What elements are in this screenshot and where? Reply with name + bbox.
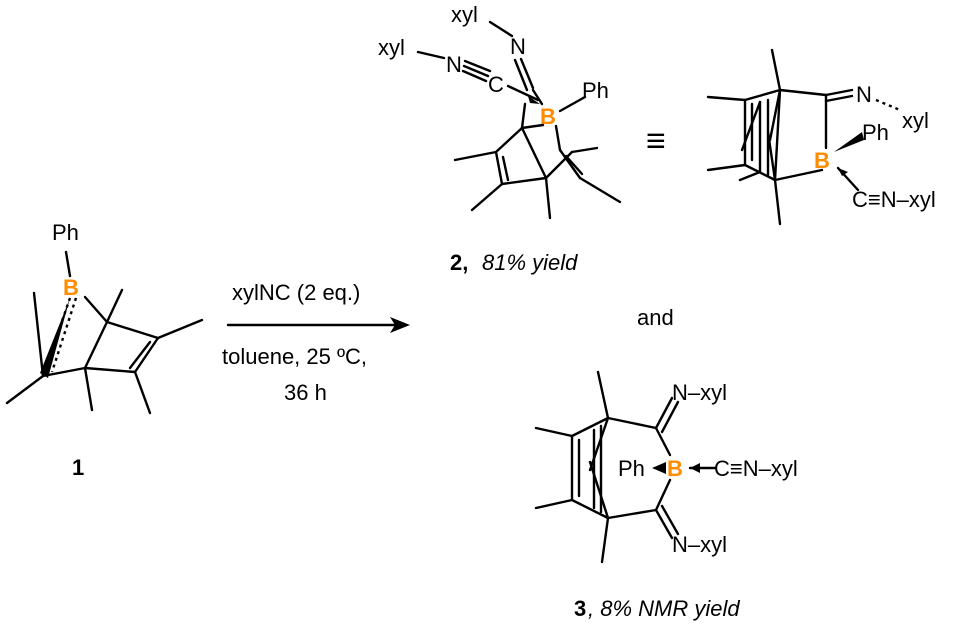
compound-2-c-left: C [488,72,504,97]
condition-line-2: 36 h [284,380,327,405]
compound-2-structure: xyl N xyl N C B Ph 2, 81% yi [378,2,622,275]
compound-3-yield: , 8% NMR yield [588,596,740,621]
compound-1-structure: Ph B 1 [5,220,204,480]
compound-2-boron-label: B [540,104,556,129]
compound-3-n-bottom: N–xyl [672,532,727,557]
compound-2-alt-xyl: xyl [902,108,929,133]
compound-2-number: 2, [450,250,468,275]
compound-2-alt-phenyl: Ph [862,120,889,145]
compound-2-alt-boron: B [814,148,830,173]
compound-3-number: 3 [574,596,586,621]
compound-2-xyl-top: xyl [451,2,478,27]
compound-2-alt-structure: N xyl B Ph C≡N–xyl [706,48,936,226]
compound-1-phenyl-label: Ph [52,220,79,245]
and-label: and [637,305,674,330]
condition-line-1: toluene, 25 ºC, [222,344,367,369]
compound-1-boron-label: B [63,275,79,300]
compound-1-number: 1 [72,455,84,480]
compound-2-xyl-left: xyl [378,35,405,60]
compound-3-phenyl: Ph [618,456,645,481]
compound-2-alt-n-imine: N [856,82,872,107]
compound-3-structure: N–xyl Ph B C≡N–xyl N–xyl 3 , 8% NMR yiel… [534,370,798,621]
compound-2-n-top: N [510,34,526,59]
compound-3-n-top: N–xyl [672,380,727,405]
equivalence-sign: ≡ [646,122,666,160]
compound-2-n-left: N [446,52,462,77]
reagent-label: xylNC (2 eq.) [232,280,360,305]
compound-2-phenyl-label: Ph [582,78,609,103]
compound-3-isocyanide: C≡N–xyl [714,456,798,481]
compound-2-yield: 81% yield [482,250,578,275]
reaction-arrow: xylNC (2 eq.) toluene, 25 ºC, 36 h [222,280,410,405]
compound-3-boron: B [667,456,683,481]
compound-2-alt-isocyanide: C≡N–xyl [852,187,936,212]
